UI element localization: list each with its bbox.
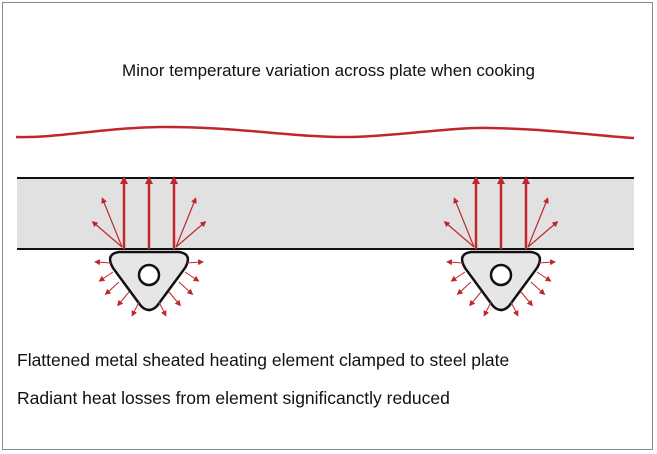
radiant-loss-arrow <box>450 271 466 282</box>
radiant-loss-arrow <box>158 301 167 317</box>
heat-flow-arrow-angled <box>91 221 123 248</box>
radiant-loss-arrow <box>104 281 120 296</box>
radiant-loss-arrow <box>483 301 492 317</box>
heat-flow-arrow-angled <box>101 197 123 248</box>
heating-element-core <box>489 263 513 287</box>
radiant-loss-arrow <box>446 259 464 266</box>
caption-element-clamped: Flattened metal sheated heating element … <box>17 350 510 370</box>
radiant-loss-arrow <box>94 259 112 266</box>
diagram-frame <box>2 2 653 450</box>
radiant-loss-arrow <box>98 271 114 282</box>
radiant-loss-arrow <box>510 301 519 317</box>
heat-flow-arrow-angled <box>453 197 475 248</box>
heat-flow-arrow-angled <box>527 197 549 248</box>
heating-element-core <box>137 263 161 287</box>
heating-element-groups <box>91 176 559 317</box>
radiant-loss-arrow <box>186 259 204 266</box>
radiant-loss-arrow <box>469 291 482 307</box>
heat-flow-arrow-angled <box>175 197 197 248</box>
radiant-loss-arrow <box>538 259 556 266</box>
radiant-loss-arrow <box>117 291 130 307</box>
caption-radiant-losses: Radiant heat losses from element signifi… <box>17 388 450 408</box>
radiant-loss-arrow <box>456 281 472 296</box>
radiant-loss-arrow <box>536 271 552 282</box>
heat-flow-arrow-angled <box>527 221 559 248</box>
temperature-profile-line <box>15 125 635 140</box>
radiant-loss-arrow <box>530 281 546 296</box>
heat-flow-arrow-angled <box>175 221 207 248</box>
radiant-loss-arrow <box>168 291 181 307</box>
radiant-loss-arrow <box>131 301 140 317</box>
steel-plate <box>17 178 634 249</box>
radiant-loss-arrow <box>178 281 194 296</box>
diagram-title: Minor temperature variation across plate… <box>122 61 535 80</box>
radiant-loss-arrow <box>184 271 200 282</box>
heat-flow-arrow-angled <box>443 221 475 248</box>
radiant-loss-arrow <box>520 291 533 307</box>
